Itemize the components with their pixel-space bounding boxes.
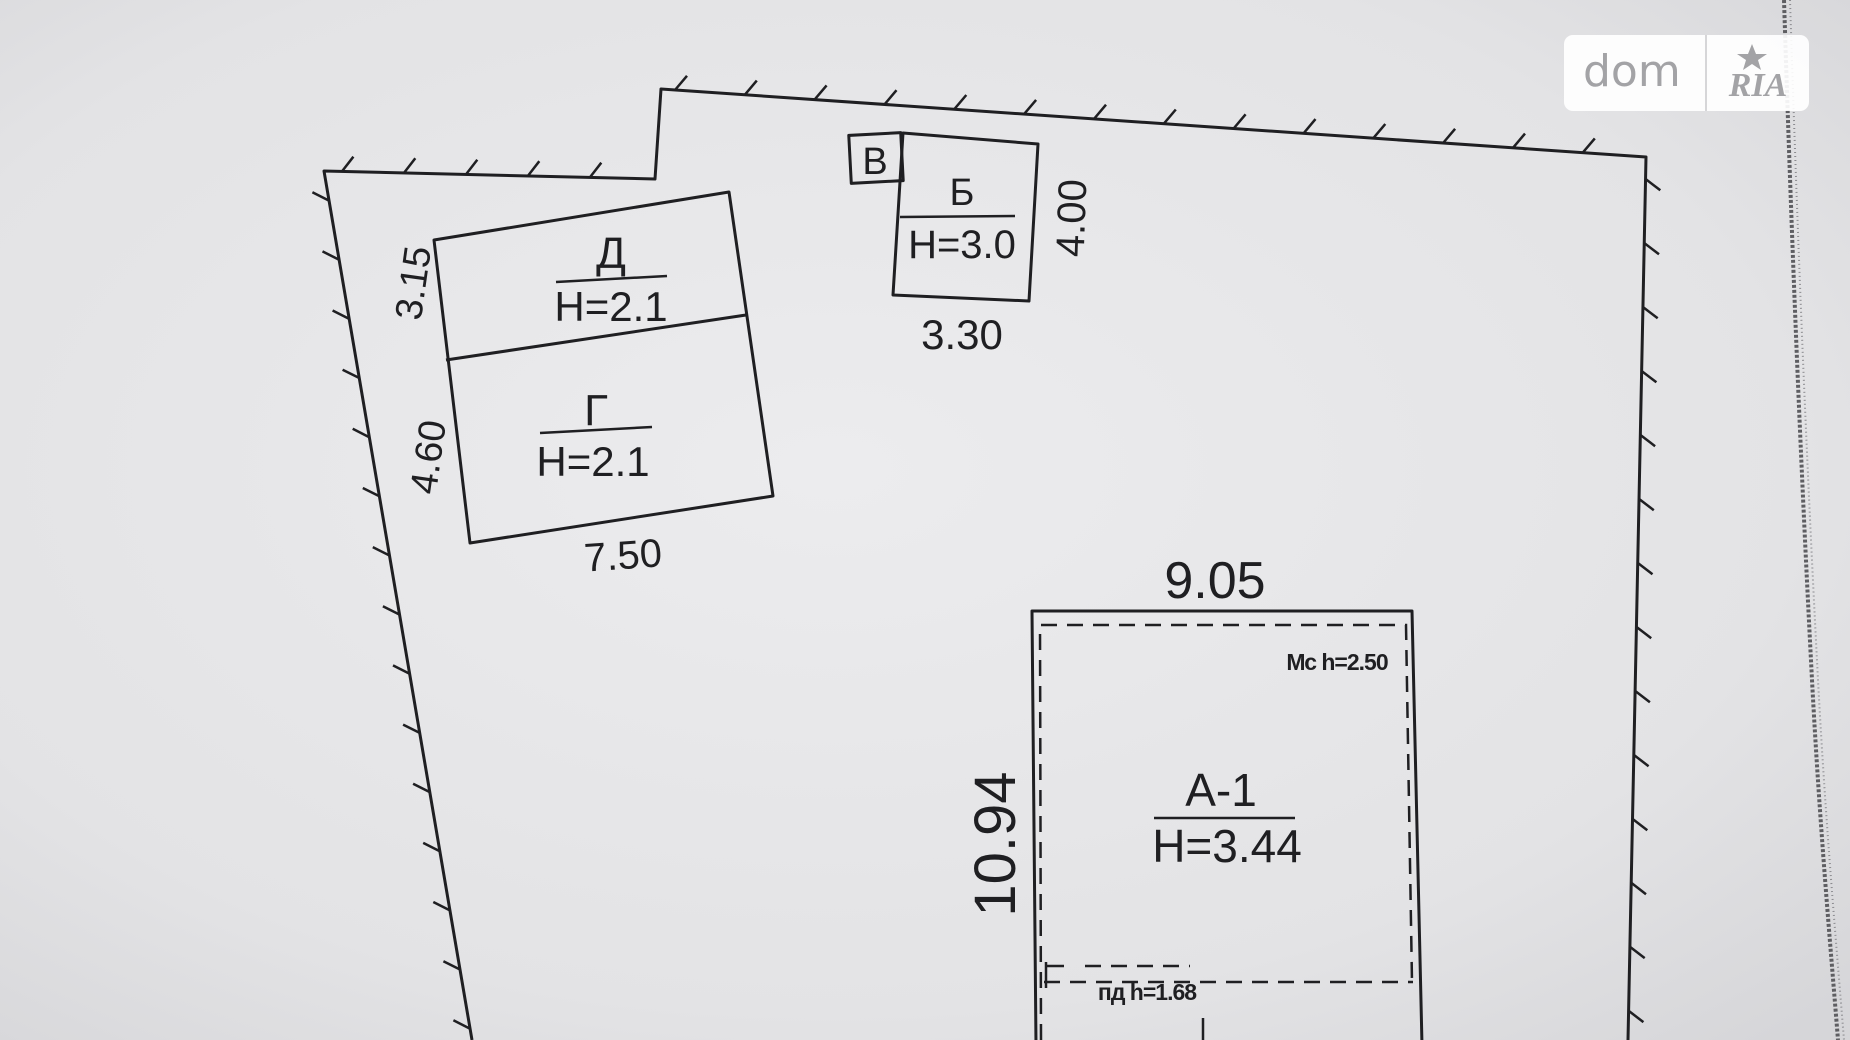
- boundary-hatch-mark: [743, 79, 758, 96]
- boundary-hatch-mark: [1629, 945, 1646, 960]
- building-v-letter: В: [862, 141, 887, 183]
- boundary-hatch-mark: [432, 900, 451, 912]
- boundary-hatch-mark: [1581, 137, 1596, 154]
- boundary-hatch-mark: [813, 84, 828, 101]
- boundary-hatch-mark: [452, 1019, 471, 1030]
- boundary-hatch-mark: [1636, 561, 1654, 576]
- boundary-hatch-mark: [382, 605, 401, 616]
- boundary-hatch-mark: [341, 155, 355, 173]
- building-d-fraction-line: [555, 274, 668, 284]
- boundary-hatch-mark: [442, 960, 461, 971]
- boundary-hatch-mark: [465, 158, 479, 176]
- boundary-hatch-mark: [412, 782, 431, 794]
- building-d-height: Н=2.1: [554, 283, 667, 330]
- boundary-hatch-mark: [362, 486, 380, 498]
- boundary-hatch-mark: [1302, 118, 1317, 135]
- boundary-hatch-mark: [352, 427, 370, 439]
- boundary-hatch-mark: [1093, 103, 1107, 120]
- building-a1-attic-outline: [1038, 623, 1414, 1040]
- boundary-hatch-mark: [588, 161, 603, 179]
- boundary-hatch-mark: [953, 94, 968, 111]
- building-a1-letter: А-1: [1185, 764, 1257, 816]
- boundary-hatch-mark: [1232, 113, 1247, 130]
- building-d-g-divider: [445, 313, 747, 362]
- boundary-hatch-mark: [311, 191, 330, 202]
- boundary-hatch-mark: [883, 89, 898, 106]
- building-b-fraction-line: [899, 214, 1016, 219]
- building-a1-attic-note: Мс h=2.50: [1286, 649, 1387, 675]
- boundary-hatch-mark: [674, 74, 688, 91]
- boundary-hatch-mark: [403, 157, 417, 174]
- scan-edge: [1782, 0, 1845, 1040]
- boundary-hatch-mark: [1644, 178, 1662, 192]
- boundary-hatch-mark: [1634, 689, 1651, 704]
- boundary-hatch-mark: [526, 160, 541, 177]
- boundary-hatch-mark: [1442, 127, 1457, 144]
- boundary-hatch-mark: [1633, 753, 1650, 768]
- boundary-hatch-mark: [402, 723, 421, 735]
- building-g-side-dimension: 4.60: [403, 418, 455, 497]
- boundary-hatch-mark: [1642, 306, 1659, 320]
- boundary-hatch-mark: [1023, 99, 1038, 115]
- watermark-logo: dom RIA: [1564, 35, 1809, 111]
- building-a1-height: Н=3.44: [1152, 820, 1302, 872]
- building-g-letter: Г: [584, 386, 608, 435]
- building-g-bottom-dimension: 7.50: [583, 531, 664, 580]
- building-b-letter: Б: [950, 172, 975, 214]
- boundary-hatch-mark: [422, 841, 441, 853]
- star-icon: [1737, 44, 1767, 70]
- boundary-hatch-mark: [372, 545, 391, 557]
- building-b-side-dimension: 4.00: [1049, 178, 1096, 257]
- boundary-hatch-mark: [1640, 370, 1658, 384]
- building-b-outline: [891, 131, 1040, 303]
- boundary-hatch-mark: [1638, 497, 1655, 512]
- boundary-hatch-mark: [1627, 1009, 1645, 1024]
- building-a1: 9.05 10.94 А-1 Н=3.44 Мс h=2.50 пд h=1.6…: [963, 552, 1424, 1040]
- building-a1-side-dimension: 10.94: [963, 771, 1028, 916]
- boundary-hatch-mark: [342, 368, 360, 380]
- watermark-ria-text: RIA: [1728, 67, 1788, 104]
- watermark-dom-text: dom: [1583, 46, 1681, 97]
- boundary-hatch-mark: [1639, 433, 1656, 448]
- building-g-height: Н=2.1: [536, 438, 649, 485]
- building-d-side-dimension: 3.15: [388, 244, 440, 323]
- building-a1-outline: [1030, 609, 1424, 1040]
- boundary-hatch-mark: [1635, 625, 1652, 640]
- building-d-g-outline: [432, 190, 775, 545]
- building-d-letter: Д: [596, 229, 626, 278]
- boundary-hatch-mark: [1631, 817, 1649, 832]
- boundary-hatch-mark: [392, 664, 411, 675]
- building-b-height: Н=3.0: [908, 223, 1016, 267]
- boundary-hatch-mark: [321, 250, 340, 261]
- building-b-bottom-dimension: 3.30: [921, 311, 1003, 358]
- boundary-hatch-mark: [1630, 881, 1647, 896]
- building-g-fraction-line: [539, 425, 653, 435]
- boundary-hatch-mark: [1162, 108, 1177, 125]
- boundary-hatch-mark: [1512, 132, 1526, 149]
- building-b: Б Н=3.0 4.00 3.30: [891, 131, 1096, 358]
- plot-boundary: [322, 87, 1648, 1040]
- boundary-hatching: [311, 74, 1662, 1030]
- boundary-hatch-mark: [332, 309, 350, 321]
- boundary-hatch-mark: [1643, 242, 1660, 256]
- building-a1-basement-note: пд h=1.68: [1098, 979, 1197, 1005]
- boundary-hatch-mark: [1372, 123, 1387, 140]
- building-a1-top-dimension: 9.05: [1164, 552, 1265, 610]
- building-d-g: Д Н=2.1 Г Н=2.1 3.15 4.60 7.50: [388, 190, 775, 581]
